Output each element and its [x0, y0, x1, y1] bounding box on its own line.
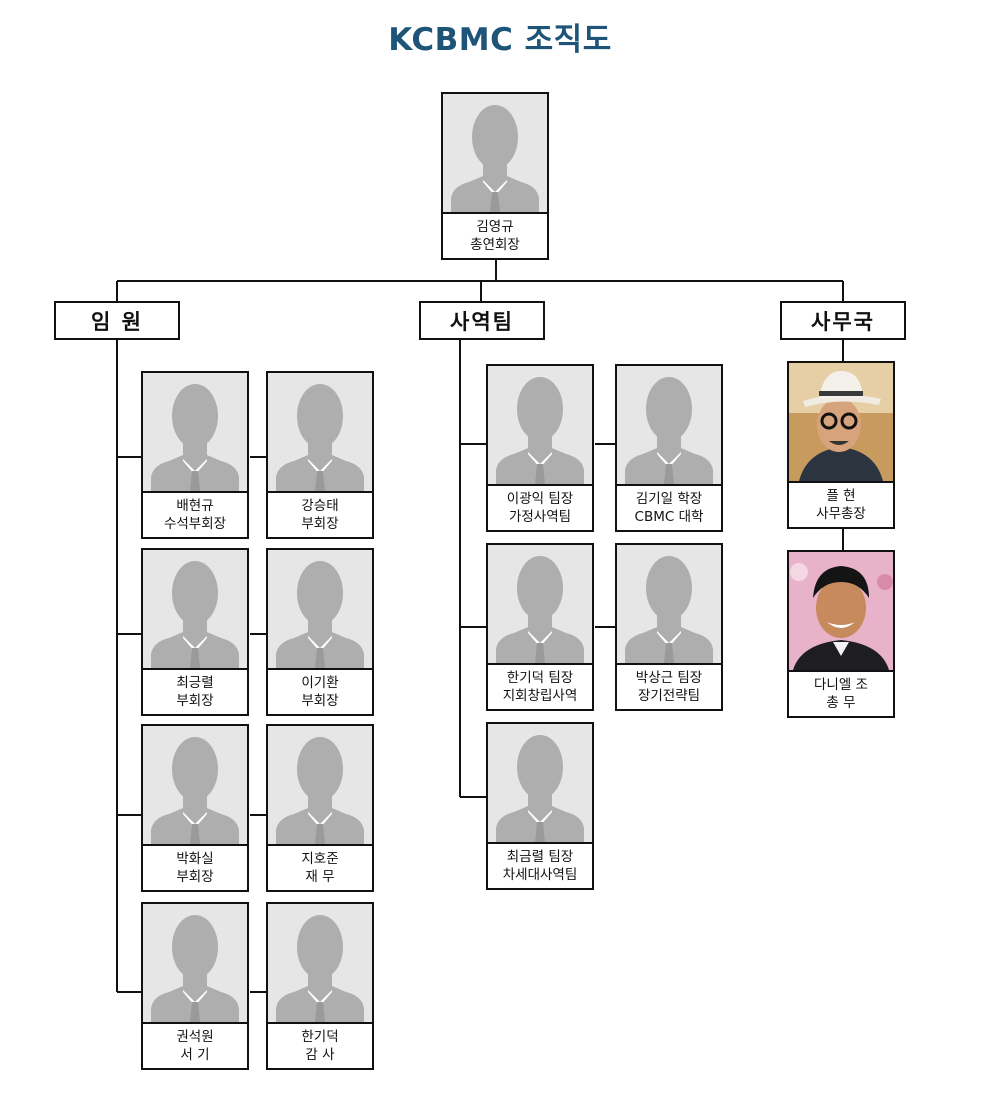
silhouette-icon: [488, 545, 592, 663]
member-role: 장기전략팀: [637, 688, 701, 704]
silhouette-icon: [488, 366, 592, 486]
member-name: 다니엘 조: [814, 677, 868, 693]
member-name: 이기환: [301, 675, 339, 691]
member-role: 감 사: [305, 1047, 335, 1063]
header-ministry-team: 사역팀: [419, 301, 545, 340]
silhouette-icon: [617, 366, 721, 484]
member-card: 김기일 학장 CBMC 대학: [615, 364, 723, 532]
silhouette-icon: [143, 550, 247, 668]
member-role: 지회창립사역: [502, 688, 578, 704]
member-role: 총 무: [826, 695, 856, 711]
member-name: 한기덕: [301, 1029, 339, 1045]
member-name: 권석원: [176, 1029, 214, 1045]
member-role: 재 무: [305, 869, 335, 885]
member-role: CBMC 대학: [634, 509, 704, 525]
silhouette-icon: [268, 550, 372, 668]
silhouette-icon: [268, 726, 372, 846]
member-name: 박상근 팀장: [635, 670, 703, 686]
member-name: 김영규: [476, 219, 514, 235]
silhouette-icon: [488, 366, 592, 484]
chart-title: KCBMC 조직도: [388, 22, 612, 58]
member-name: 최금렬 팀장: [506, 849, 574, 865]
silhouette-icon: [268, 373, 372, 493]
silhouette-icon: [443, 94, 547, 214]
silhouette-icon: [488, 545, 592, 665]
silhouette-icon: [143, 726, 247, 844]
member-role: 총연회장: [470, 237, 520, 253]
silhouette-icon: [143, 726, 247, 846]
member-name: 배현규: [176, 498, 214, 514]
member-role: 서 기: [180, 1047, 210, 1063]
header-executives: 임 원: [54, 301, 180, 340]
silhouette-icon: [143, 373, 247, 491]
silhouette-icon: [443, 94, 547, 212]
portrait-man-dark-suit-smiling-image: [789, 552, 893, 670]
silhouette-icon: [488, 724, 592, 844]
member-role: 부회장: [176, 693, 214, 709]
member-role: 부회장: [176, 869, 214, 885]
silhouette-icon: [268, 550, 372, 670]
member-name: 플 현: [826, 488, 856, 504]
silhouette-icon: [143, 373, 247, 493]
member-name: 한기덕 팀장: [506, 670, 574, 686]
silhouette-icon: [488, 724, 592, 842]
member-name: 강승태: [301, 498, 339, 514]
silhouette-icon: [143, 904, 247, 1024]
member-name: 박화실: [176, 851, 214, 867]
silhouette-icon: [268, 904, 372, 1022]
member-name: 지호준: [301, 851, 339, 867]
silhouette-icon: [268, 904, 372, 1024]
silhouette-icon: [617, 366, 721, 486]
member-name: 김기일 학장: [635, 491, 703, 507]
portrait-photo: [789, 363, 893, 483]
silhouette-icon: [143, 904, 247, 1022]
silhouette-icon: [617, 545, 721, 663]
member-role: 부회장: [301, 693, 339, 709]
member-card-president: 김영규 총연회장: [441, 92, 549, 260]
silhouette-icon: [268, 726, 372, 844]
silhouette-icon: [268, 373, 372, 491]
header-secretariat: 사무국: [780, 301, 906, 340]
member-role: 가정사역팀: [508, 509, 572, 525]
portrait-photo: [789, 552, 893, 672]
silhouette-icon: [617, 545, 721, 665]
member-role: 사무총장: [816, 506, 866, 522]
member-role: 차세대사역팀: [502, 867, 578, 883]
member-name: 최긍렬: [176, 675, 214, 691]
member-role: 부회장: [301, 516, 339, 532]
member-role: 수석부회장: [163, 516, 227, 532]
silhouette-icon: [143, 550, 247, 670]
member-name: 이광익 팀장: [506, 491, 574, 507]
portrait-man-white-fedora-glasses-image: [789, 363, 893, 481]
